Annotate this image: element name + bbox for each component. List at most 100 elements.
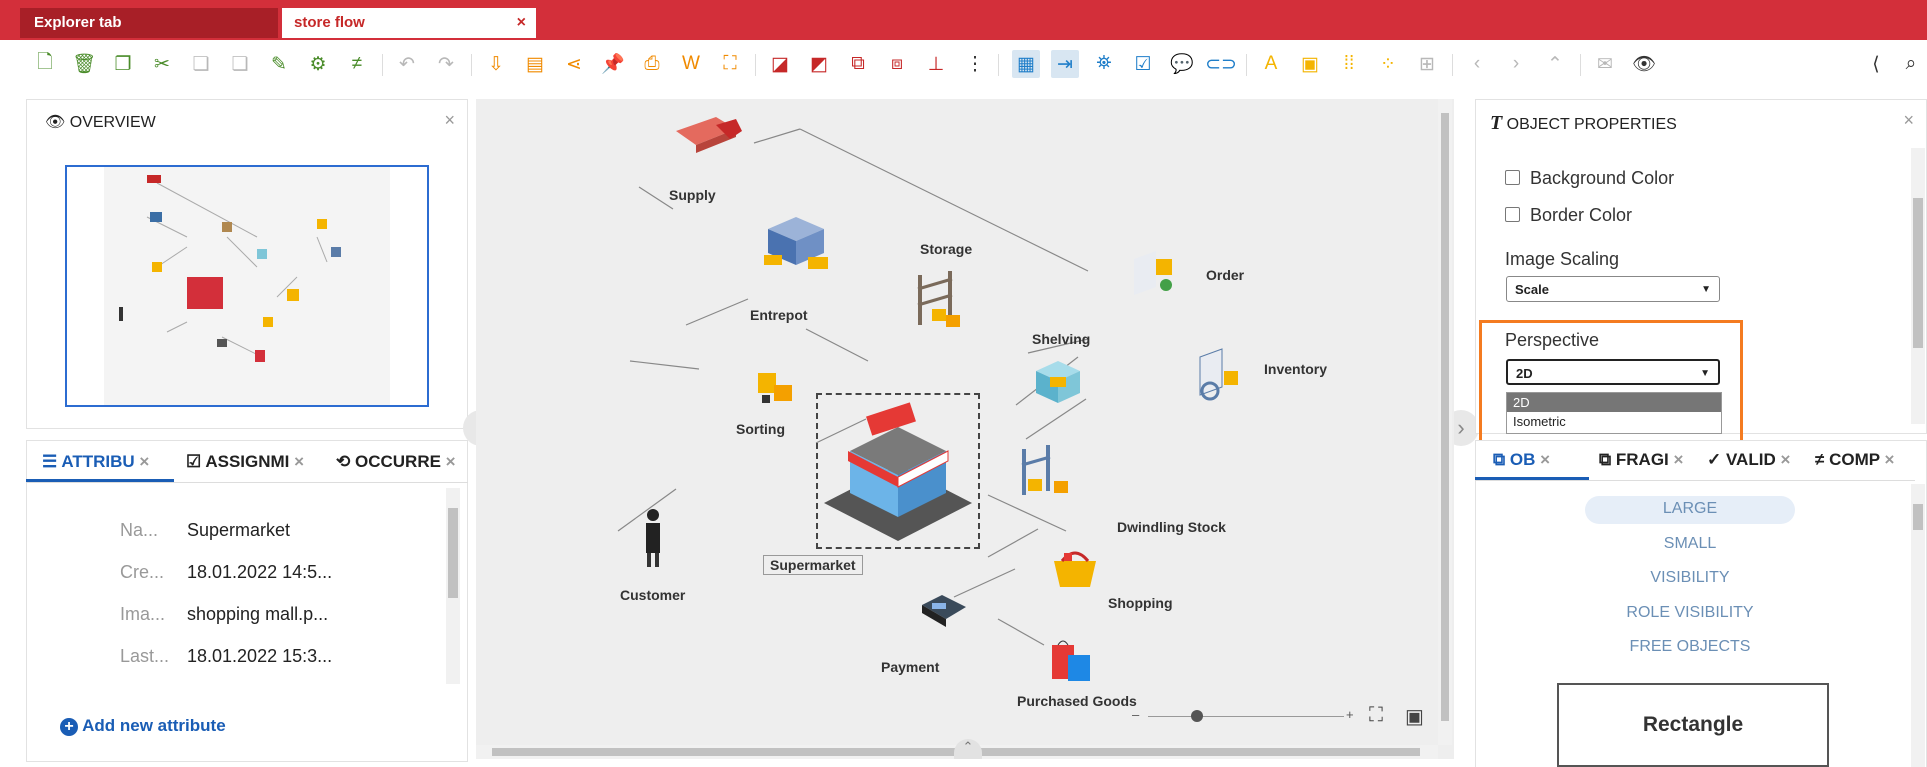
node-label-shelving[interactable]: Shelving	[1032, 331, 1091, 347]
pin-icon[interactable]: 📌	[601, 54, 625, 75]
image-scaling-select[interactable]: Scale▼	[1506, 276, 1720, 302]
grid-view-icon[interactable]: ▦	[1012, 50, 1040, 78]
diagram-canvas[interactable]: Supply Entrepot Storage Order Shelving I…	[476, 99, 1454, 759]
payment-terminal-icon[interactable]	[918, 593, 970, 633]
checkbox-icon[interactable]: ☑	[1134, 53, 1152, 75]
order-clipboard-icon[interactable]	[1126, 249, 1182, 303]
format-painter-icon[interactable]: ✎	[271, 53, 287, 75]
small-link[interactable]: SMALL	[1663, 535, 1717, 552]
ungroup-icon[interactable]: ⧈	[890, 53, 904, 74]
comment-icon[interactable]: 💬	[1170, 54, 1194, 75]
purchased-goods-icon[interactable]	[1046, 637, 1096, 685]
dwindling-stock-icon[interactable]	[1014, 443, 1074, 501]
table-icon[interactable]: ⊞	[1419, 53, 1435, 75]
close-icon[interactable]: ×	[1903, 110, 1914, 130]
chevron-up-icon[interactable]: ⌃	[1547, 53, 1563, 75]
fit-to-screen-icon[interactable]: ▣	[1405, 706, 1424, 728]
search-icon[interactable]: ⌕	[1905, 53, 1917, 74]
node-label-storage[interactable]: Storage	[920, 241, 973, 257]
delete-icon[interactable]: 🗑	[71, 54, 97, 75]
fit-page-icon[interactable]: ⛶	[723, 53, 737, 74]
border-color-option[interactable]: Border Color	[1505, 205, 1632, 226]
node-label-supply[interactable]: Supply	[669, 187, 716, 203]
print-icon[interactable]: ⎙	[644, 53, 660, 74]
close-icon[interactable]: ×	[294, 452, 305, 471]
undo-icon[interactable]: ↶	[399, 53, 415, 75]
node-label-entrepot[interactable]: Entrepot	[750, 307, 808, 323]
sorting-forklift-icon[interactable]	[752, 365, 798, 407]
node-label-purchased-goods[interactable]: Purchased Goods	[1017, 693, 1137, 709]
drag-grid-icon[interactable]: ⁞⁞	[1343, 53, 1355, 74]
fullscreen-icon[interactable]: ⛶	[1369, 704, 1383, 726]
close-icon[interactable]: ×	[1673, 450, 1684, 469]
node-label-dwindling-stock[interactable]: Dwindling Stock	[1117, 519, 1226, 535]
visibility-off-icon[interactable]: 👁	[1631, 54, 1657, 75]
cut-icon[interactable]: ✂	[154, 53, 170, 75]
share-icon[interactable]: ⋖	[566, 53, 582, 75]
node-label-order[interactable]: Order	[1206, 267, 1245, 283]
close-icon[interactable]: ×	[445, 452, 456, 471]
compare-icon[interactable]: ≠	[351, 53, 363, 74]
collapse-panels-icon[interactable]: ⟨	[1872, 53, 1880, 75]
truck-icon[interactable]	[672, 115, 744, 155]
background-color-checkbox[interactable]	[1505, 170, 1520, 185]
close-icon[interactable]: ×	[516, 14, 526, 31]
large-link[interactable]: LARGE	[1662, 500, 1718, 517]
attributes-scrollbar[interactable]	[446, 488, 460, 684]
bring-front-icon[interactable]: ◪	[771, 53, 789, 75]
scroll-thumb[interactable]	[1441, 113, 1449, 721]
paste-special-icon[interactable]: ❏	[231, 53, 249, 75]
send-back-icon[interactable]: ◩	[810, 53, 828, 75]
tab-assignments[interactable]: ☑ ASSIGNMI ×	[176, 442, 324, 482]
scroll-thumb[interactable]	[1913, 198, 1923, 348]
zoom-slider-track[interactable]	[1148, 716, 1344, 717]
zoom-in-button[interactable]: +	[1346, 707, 1354, 722]
shelving-icon[interactable]	[1032, 355, 1084, 407]
dropdown-option-2d[interactable]: 2D	[1507, 393, 1721, 412]
shopping-basket-icon[interactable]	[1050, 543, 1100, 593]
tab-validation[interactable]: ✓ VALID ×	[1699, 440, 1805, 480]
redo-icon[interactable]: ↷	[438, 53, 454, 75]
tab-occurrences[interactable]: ⟲ OCCURRE ×	[326, 442, 468, 482]
perspective-select[interactable]: 2D▼	[1506, 359, 1720, 385]
node-label-payment[interactable]: Payment	[881, 659, 940, 675]
close-icon[interactable]: ×	[1780, 450, 1791, 469]
binoculars-icon[interactable]: ⛯	[1096, 53, 1112, 74]
swatches-icon[interactable]: ⁘	[1380, 53, 1396, 75]
inventory-icon[interactable]	[1192, 347, 1244, 403]
collapse-bottom-icon[interactable]: ⌃	[954, 739, 982, 759]
customer-person-icon[interactable]	[642, 507, 664, 569]
close-icon[interactable]: ×	[139, 452, 150, 471]
visibility-link[interactable]: VISIBILITY	[1650, 569, 1730, 586]
node-label-inventory[interactable]: Inventory	[1264, 361, 1328, 377]
tab-explorer[interactable]: Explorer tab	[20, 8, 278, 38]
tab-fragments[interactable]: ⧉ FRAGI ×	[1591, 440, 1697, 480]
border-color-checkbox[interactable]	[1505, 207, 1520, 222]
tab-attributes[interactable]: ☰ ATTRIBU ×	[26, 442, 174, 482]
new-document-icon[interactable]: 🗋	[37, 52, 53, 73]
warehouse-icon[interactable]	[758, 209, 834, 275]
text-icon[interactable]: A	[1264, 53, 1278, 74]
document-icon[interactable]: ▤	[526, 53, 544, 75]
rectangle-shape[interactable]: Rectangle	[1557, 683, 1829, 767]
close-icon[interactable]: ×	[1540, 450, 1551, 469]
group-icon[interactable]: ⧉	[851, 53, 865, 74]
add-attribute-button[interactable]: + Add new attribute	[60, 716, 226, 736]
word-export-icon[interactable]: W	[682, 53, 700, 74]
tab-store-flow[interactable]: store flow ×	[282, 8, 536, 38]
tab-objects[interactable]: ⧉ OB ×	[1475, 440, 1589, 480]
envelope-icon[interactable]: ✉	[1597, 53, 1613, 75]
paste-icon[interactable]: ❏	[192, 53, 210, 75]
free-objects-link[interactable]: FREE OBJECTS	[1629, 638, 1751, 655]
toggle-icon[interactable]: ⊂⊃	[1205, 53, 1237, 75]
hierarchy-icon[interactable]: ⊥	[927, 53, 945, 75]
close-icon[interactable]: ×	[1884, 450, 1895, 469]
chevron-left-icon[interactable]: ‹	[1473, 53, 1481, 74]
node-label-sorting[interactable]: Sorting	[736, 421, 785, 437]
chevron-right-icon[interactable]: ›	[1512, 53, 1520, 74]
node-label-customer[interactable]: Customer	[620, 587, 686, 603]
scroll-thumb[interactable]	[1913, 504, 1923, 530]
zoom-out-button[interactable]: –	[1132, 707, 1140, 722]
node-label-supermarket[interactable]: Supermarket	[763, 555, 863, 575]
tab-compare[interactable]: ≠ COMP ×	[1807, 440, 1915, 480]
